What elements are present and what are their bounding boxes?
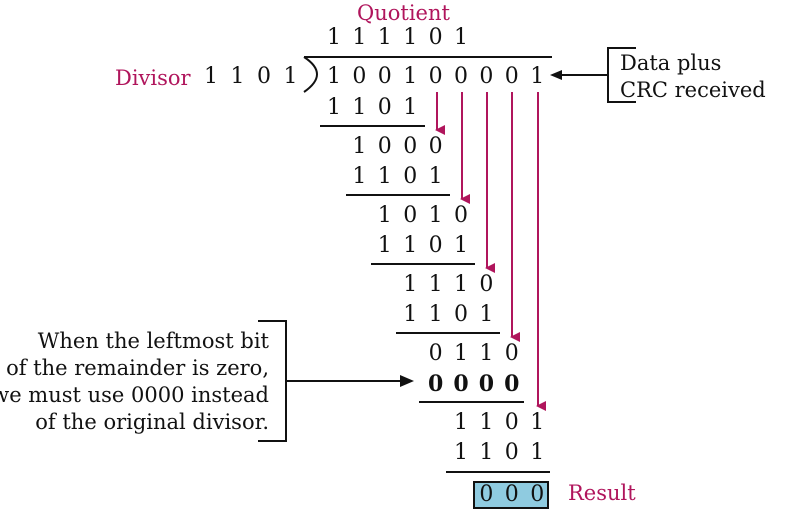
result-label: Result — [568, 481, 636, 505]
divisor-bit: 1 — [230, 64, 245, 89]
remainder-5-bit: 1 — [479, 410, 494, 435]
dividend-bit: 1 — [327, 64, 341, 89]
subtract-5-bit: 0 — [478, 371, 495, 397]
quotient-bit: 1 — [327, 25, 341, 50]
subtract-2-bit: 1 — [428, 164, 443, 189]
subtract-6-bit: 1 — [479, 440, 494, 465]
note-line-2: of the remainder is zero, — [6, 356, 269, 380]
dividend-bit: 0 — [428, 64, 443, 89]
remainder-3-bit: 1 — [454, 272, 468, 297]
note-line-4: of the original divisor. — [35, 410, 269, 434]
subtract-1-bit: 1 — [327, 95, 341, 120]
divisor-label: Divisor — [115, 66, 191, 90]
quotient-bit: 1 — [352, 25, 367, 50]
remainder-2-bit: 1 — [377, 203, 392, 228]
note-arrowhead — [400, 375, 414, 387]
subtract-1-bit: 1 — [403, 95, 418, 120]
subtract-1-bit: 0 — [377, 95, 392, 120]
subtract-3-bit: 1 — [377, 233, 392, 258]
dividend-bit: 0 — [377, 64, 392, 89]
crc-received-label: CRC received — [620, 78, 766, 102]
divisor-bit: 1 — [283, 64, 298, 89]
dividend-bit: 0 — [454, 64, 468, 89]
result-bit: 0 — [479, 482, 494, 507]
dividend-bit: 0 — [504, 64, 519, 89]
remainder-3-bit: 1 — [428, 272, 443, 297]
dividend-bit: 0 — [352, 64, 367, 89]
subtract-4-bit: 0 — [454, 302, 468, 327]
remainder-3-bit: 0 — [479, 272, 494, 297]
subtract-6-bit: 1 — [454, 440, 468, 465]
subtract-5-bit: 0 — [453, 371, 469, 397]
subtract-1-bit: 1 — [352, 95, 367, 120]
divisor-bit: 1 — [204, 64, 218, 89]
remainder-3-bit: 1 — [403, 272, 418, 297]
subtract-3-bit: 1 — [454, 233, 468, 258]
subtract-4-bit: 1 — [403, 302, 418, 327]
dividend-bit: 1 — [403, 64, 418, 89]
quotient-bit: 1 — [403, 25, 418, 50]
result-box — [473, 481, 549, 509]
note-line-1: When the leftmost bit — [37, 329, 269, 353]
note-line-3: we must use 0000 instead — [0, 383, 269, 407]
divisor-bit: 0 — [257, 64, 271, 89]
subtract-6-bit: 1 — [530, 440, 545, 465]
quotient-bit: 0 — [428, 25, 443, 50]
subtract-2-bit: 1 — [352, 164, 367, 189]
remainder-2-bit: 1 — [428, 203, 443, 228]
result-bit: 0 — [504, 482, 519, 507]
remainder-4-bit: 1 — [479, 341, 494, 366]
quotient-bit: 1 — [377, 25, 392, 50]
subtract-2-bit: 0 — [403, 164, 418, 189]
remainder-5-bit: 1 — [530, 410, 545, 435]
division-bracket — [303, 56, 318, 93]
quotient-bit: 1 — [454, 25, 468, 50]
subtract-2-bit: 1 — [377, 164, 392, 189]
data-plus-arrowhead — [550, 70, 562, 80]
remainder-4-bit: 0 — [504, 341, 519, 366]
data-plus-label: Data plus — [620, 51, 722, 75]
remainder-1-bit: 1 — [352, 134, 367, 159]
remainder-1-bit: 0 — [428, 134, 443, 159]
subtract-5-bit: 0 — [427, 371, 444, 397]
remainder-5-bit: 0 — [504, 410, 519, 435]
subtract-3-bit: 0 — [428, 233, 443, 258]
result-bit: 0 — [530, 482, 545, 507]
subtract-5-bit: 0 — [504, 371, 520, 397]
dividend-bit: 0 — [479, 64, 494, 89]
quotient-label: Quotient — [357, 1, 450, 25]
remainder-5-bit: 1 — [454, 410, 468, 435]
subtract-3-bit: 1 — [403, 233, 418, 258]
dividend-bit: 1 — [530, 64, 545, 89]
remainder-2-bit: 0 — [454, 203, 468, 228]
remainder-2-bit: 0 — [403, 203, 418, 228]
subtract-6-bit: 0 — [504, 440, 519, 465]
remainder-4-bit: 1 — [454, 341, 468, 366]
subtract-4-bit: 1 — [479, 302, 494, 327]
remainder-1-bit: 0 — [377, 134, 392, 159]
subtract-4-bit: 1 — [428, 302, 443, 327]
remainder-1-bit: 0 — [403, 134, 418, 159]
remainder-4-bit: 0 — [428, 341, 443, 366]
